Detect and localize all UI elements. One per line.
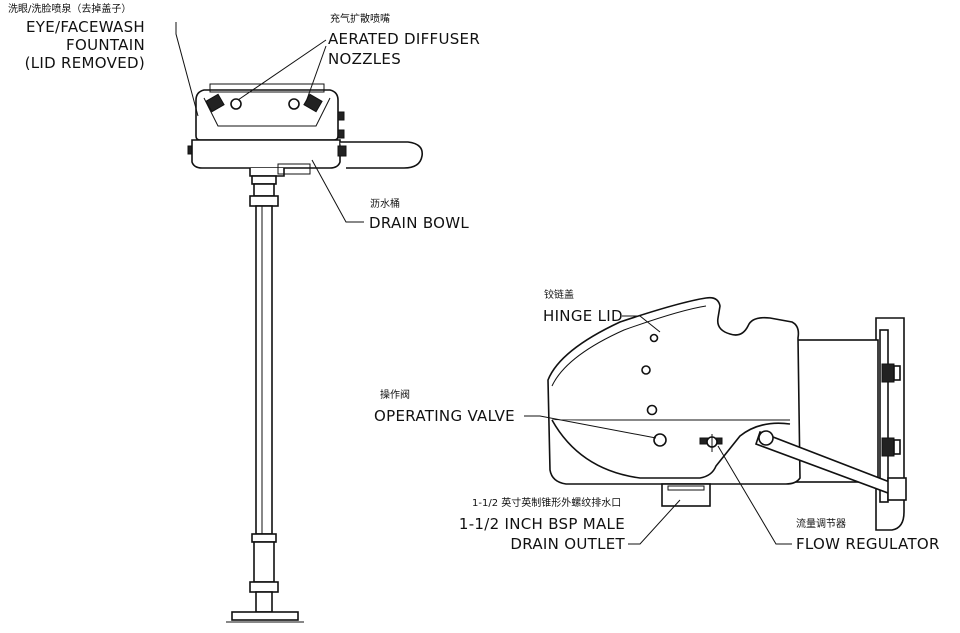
spout-coupling	[337, 145, 347, 157]
hinge-lid-cn: 铰链盖	[544, 288, 574, 301]
side-spout	[340, 141, 424, 169]
callout-drain-outlet: 1-1/2 英寸英制锥形外螺纹排水口 1-1/2 INCH BSP MALE D…	[459, 496, 625, 553]
arm-end-fitting	[887, 477, 907, 501]
arm-joint	[758, 430, 774, 446]
inner-basin	[203, 97, 331, 127]
drain-outlet-line1: 1-1/2 INCH BSP MALE	[459, 515, 625, 533]
wall-fixture-lower	[881, 437, 901, 457]
leader-eye-facewash	[175, 22, 199, 117]
wall-mounted-unit	[547, 296, 907, 531]
callout-operating-valve: 操作阀 OPERATING VALVE	[374, 388, 515, 425]
pipe-base-section	[255, 591, 273, 613]
pedestal-fountain-assembly	[187, 83, 424, 623]
flow-regulator-line1: FLOW REGULATOR	[796, 535, 940, 553]
wall-plate-edge	[879, 329, 889, 503]
bolt-right-upper	[337, 111, 345, 121]
callout-aerated-nozzles: 充气扩散喷嘴 AERATED DIFFUSER NOZZLES	[328, 12, 480, 68]
bolt-right-mid	[337, 129, 345, 139]
drain-outlet-line2: DRAIN OUTLET	[510, 535, 625, 553]
leader-hinge-lid	[622, 315, 661, 333]
flow-regulator-cn: 流量调节器	[796, 517, 846, 530]
pipe-column	[255, 205, 273, 535]
leader-lines	[175, 22, 792, 545]
leader-operating-valve	[524, 415, 657, 439]
eye-facewash-cn: 洗眼/洗脸喷泉（去掉盖子）	[8, 2, 131, 15]
aerated-nozzles-line2: NOZZLES	[328, 50, 401, 68]
pipe-union-lower	[249, 581, 279, 593]
leader-drain-outlet	[628, 499, 681, 545]
bowl-outlet-side	[277, 163, 311, 175]
callout-drain-bowl: 沥水桶 DRAIN BOWL	[369, 197, 469, 232]
lower-housing	[551, 419, 791, 479]
eye-facewash-line2: FOUNTAIN	[66, 36, 145, 54]
aerated-nozzles-cn: 充气扩散喷嘴	[330, 12, 390, 25]
callout-flow-regulator: 流量调节器 FLOW REGULATOR	[796, 517, 940, 553]
pipe-coupling-3	[249, 195, 279, 207]
operating-valve-knob	[653, 433, 667, 447]
operating-valve-line1: OPERATING VALVE	[374, 407, 515, 425]
hinge-lid-line1: HINGE LID	[543, 307, 623, 325]
pipe-union-upper	[251, 533, 277, 543]
wall-fixture-upper	[881, 363, 901, 383]
flow-regulator-knob	[699, 434, 723, 452]
lid-edge-line	[551, 305, 707, 387]
fountain-rim	[209, 83, 325, 93]
bowl-outlet	[249, 168, 285, 177]
eye-facewash-line3: (LID REMOVED)	[25, 54, 145, 72]
leader-drain-bowl	[311, 159, 364, 223]
lid-hole-3	[646, 404, 658, 416]
nozzle-right	[288, 93, 323, 113]
drain-bowl-line1: DRAIN BOWL	[369, 214, 469, 232]
floor-flange	[231, 611, 299, 621]
leader-flow-regulator	[717, 445, 792, 545]
pipe-lower-section	[253, 541, 275, 583]
callout-hinge-lid: 铰链盖 HINGE LID	[543, 288, 623, 325]
drain-outlet	[661, 483, 711, 507]
leader-nozzle-right	[305, 45, 327, 103]
aerated-nozzles-line1: AERATED DIFFUSER	[328, 30, 480, 48]
callout-eye-facewash: 洗眼/洗脸喷泉（去掉盖子） EYE/FACEWASH FOUNTAIN (LID…	[8, 2, 145, 72]
operating-valve-cn: 操作阀	[380, 388, 410, 401]
leader-nozzle-left	[237, 39, 327, 101]
drain-bowl	[191, 139, 341, 169]
pipe-coupling-top	[251, 175, 277, 185]
pipe-coupling-2	[253, 183, 275, 197]
eye-facewash-line1: EYE/FACEWASH	[26, 18, 145, 36]
lid-hole-2	[641, 365, 651, 375]
drain-outlet-cn: 1-1/2 英寸英制锥形外螺纹排水口	[472, 496, 621, 509]
nozzle-left	[205, 93, 242, 113]
drain-bowl-cn: 沥水桶	[370, 197, 400, 210]
lid-hole-1	[649, 333, 659, 343]
